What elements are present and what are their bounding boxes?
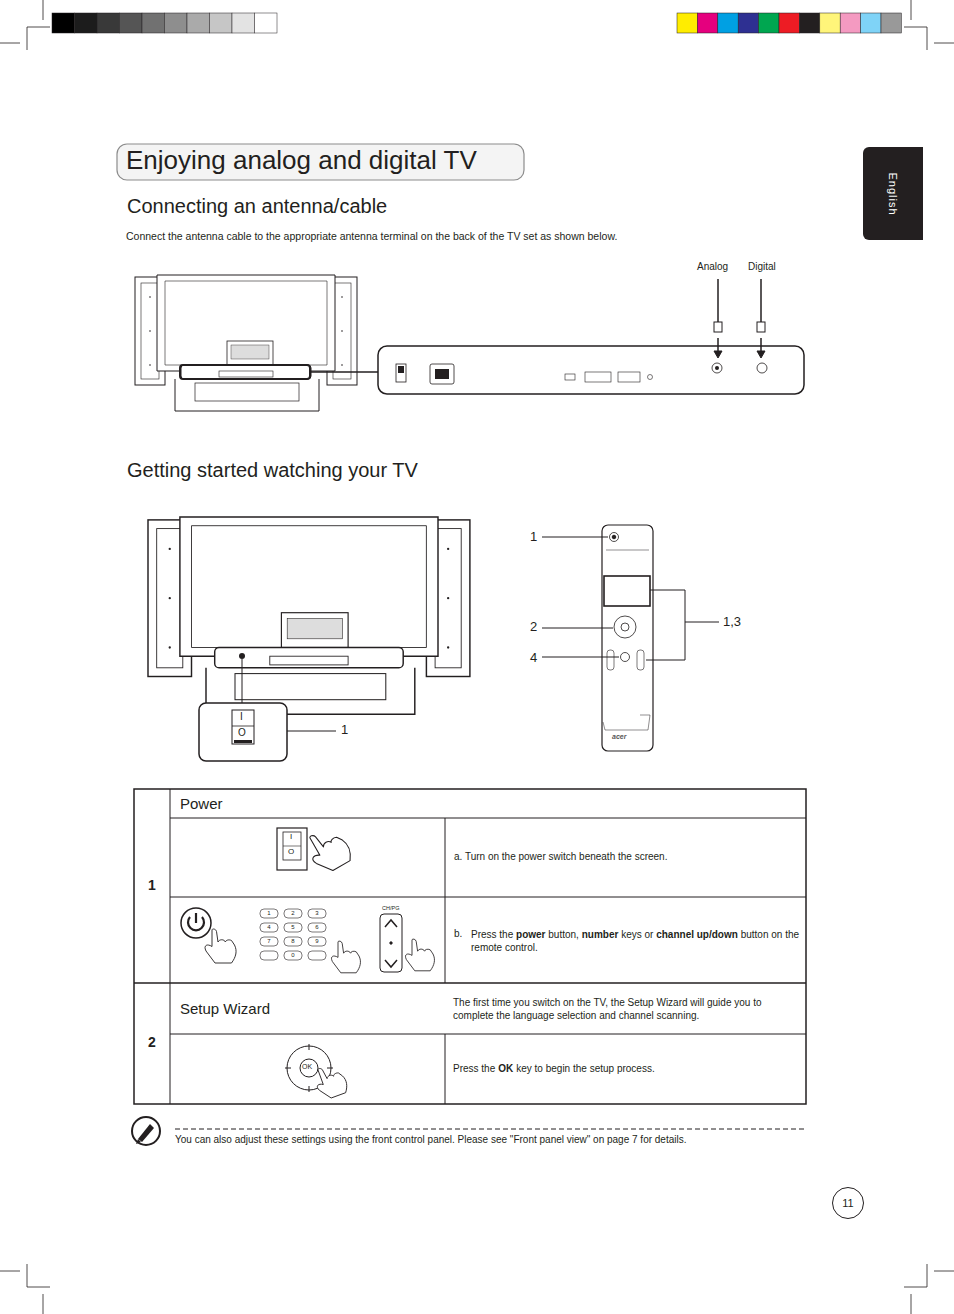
key-label: 0 — [284, 951, 302, 960]
step-text: Press the — [471, 929, 513, 940]
callout-number: 1 — [530, 529, 537, 545]
callout-number: 1 — [341, 722, 348, 738]
switch-mark: O — [288, 847, 294, 857]
remote-control — [602, 525, 653, 751]
step-text: a. Turn on the power switch beneath the … — [454, 851, 667, 863]
step-text: The first time you switch on the TV, the… — [453, 996, 803, 1022]
step-text: key to begin the setup process. — [516, 1063, 654, 1075]
remote-callout-lines — [542, 537, 719, 660]
leader-line — [310, 371, 378, 373]
section-heading: Getting started watching your TV — [127, 458, 418, 482]
step-number: 2 — [148, 1034, 156, 1051]
button-label: OK — [302, 1063, 312, 1071]
step-text-group: Press thepowerbutton,numberkeys orchanne… — [471, 928, 803, 954]
panel-highlight — [180, 365, 310, 379]
key-label: 4 — [260, 923, 278, 932]
key-label: 8 — [284, 937, 302, 946]
step-text: number — [582, 929, 619, 940]
title-pill — [117, 144, 524, 180]
node-text: 11 — [842, 1197, 853, 1209]
step-text: button, — [548, 929, 579, 940]
page-title: Enjoying analog and digital TV — [126, 145, 477, 176]
step-text: keys or — [621, 929, 653, 940]
step-heading: Setup Wizard — [180, 1000, 270, 1018]
step-text: Press the — [453, 1063, 495, 1075]
key-label: 7 — [260, 937, 278, 946]
step-text: power — [516, 929, 545, 940]
terminal-label: Digital — [748, 261, 776, 273]
step-text: b. — [454, 928, 462, 940]
section-heading: Connecting an antenna/cable — [127, 194, 387, 218]
key-label: 3 — [308, 909, 326, 918]
print-color-bars — [52, 13, 901, 33]
callout-number: 4 — [530, 650, 537, 666]
switch-mark: I — [240, 711, 243, 723]
callout-line — [287, 731, 336, 732]
callout-number: 1,3 — [723, 614, 741, 630]
page-number: 11 — [832, 1187, 864, 1219]
key-label: 5 — [284, 923, 302, 932]
switch-mark: I — [290, 832, 292, 842]
note-icon — [132, 1117, 160, 1145]
key-label: 6 — [308, 923, 326, 932]
node-text: English — [887, 172, 899, 215]
key-label: 9 — [308, 937, 326, 946]
language-tab: English — [863, 147, 923, 240]
step-text: channel up/down — [656, 929, 738, 940]
instruction-text: Connect the antenna cable to the appropr… — [126, 230, 617, 243]
table-icons — [181, 823, 434, 1102]
power-switch-magnified — [199, 703, 287, 761]
button-label: CH/PG — [382, 905, 399, 912]
step-number: 1 — [148, 877, 156, 894]
antenna-cables — [714, 279, 765, 358]
rear-panel-enlarged — [378, 346, 804, 394]
steps-table — [134, 789, 806, 1104]
step-text: OK — [498, 1063, 513, 1075]
brand-logo: acer — [612, 733, 626, 741]
key-label: 2 — [284, 909, 302, 918]
key-label: 1 — [260, 909, 278, 918]
switch-mark: O — [238, 727, 246, 739]
note-divider — [175, 1129, 806, 1130]
step-heading: Power — [180, 795, 223, 813]
leader-line — [242, 659, 243, 703]
callout-number: 2 — [530, 619, 537, 635]
terminal-label: Analog — [697, 261, 728, 273]
note-text: You can also adjust these settings using… — [175, 1134, 687, 1146]
